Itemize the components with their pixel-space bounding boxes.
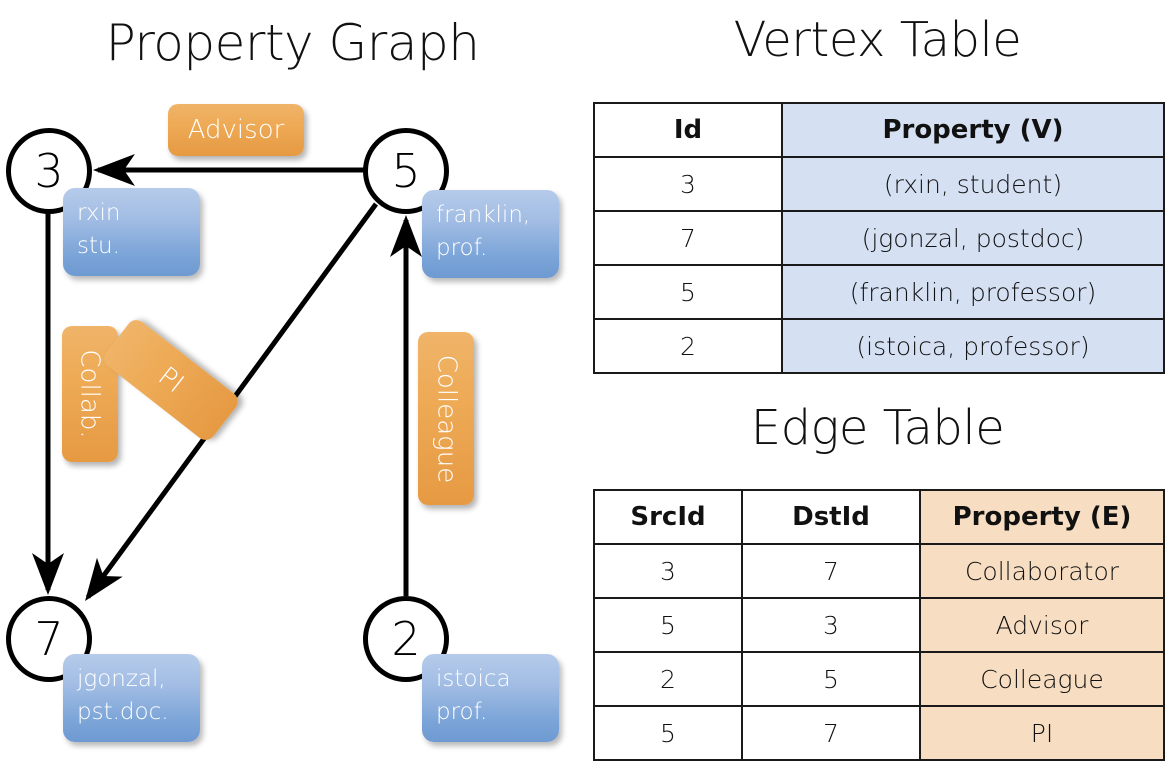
vertex-table-header-row: Id Property (V) <box>593 102 1165 158</box>
vertex-table: Id Property (V) 3 (rxin, student) 7 (jgo… <box>593 102 1165 374</box>
edge-label-collab-text: Collab. <box>75 349 105 439</box>
vertex-table-header-property: Property (V) <box>781 102 1165 158</box>
edge-cell-property: Colleague <box>919 651 1165 707</box>
table-row: 7 (jgonzal, postdoc) <box>593 210 1165 266</box>
edge-label-pi-text: PI <box>152 360 190 400</box>
edge-cell-property: PI <box>919 705 1165 761</box>
edge-cell-dstid: 3 <box>741 597 921 653</box>
edge-cell-dstid: 7 <box>741 705 921 761</box>
edge-cell-dstid: 7 <box>741 543 921 599</box>
vertex-table-header-id: Id <box>593 102 783 158</box>
graph-node-7-label: 7 <box>34 612 64 666</box>
edge-cell-property: Collaborator <box>919 543 1165 599</box>
edge-label-colleague-text: Colleague <box>431 354 462 483</box>
edge-table: SrcId DstId Property (E) 3 7 Collaborato… <box>593 489 1165 761</box>
graph-node-5-label: 5 <box>391 144 421 198</box>
table-row: 5 3 Advisor <box>593 597 1165 653</box>
edge-table-header-dstid: DstId <box>741 489 921 545</box>
vertex-cell-property: (jgonzal, postdoc) <box>781 210 1165 266</box>
edge-cell-srcid: 3 <box>593 543 743 599</box>
edge-cell-srcid: 2 <box>593 651 743 707</box>
edge-table-header-srcid: SrcId <box>593 489 743 545</box>
table-row: 5 (franklin, professor) <box>593 264 1165 320</box>
node-property-box-5: franklin,prof. <box>422 190 559 278</box>
page-title-vertex-table: Vertex Table <box>733 12 1022 68</box>
page-title-property-graph: Property Graph <box>105 14 480 72</box>
graph-node-5[interactable]: 5 <box>363 128 449 214</box>
table-row: 3 (rxin, student) <box>593 156 1165 212</box>
vertex-cell-property: (franklin, professor) <box>781 264 1165 320</box>
vertex-cell-property: (rxin, student) <box>781 156 1165 212</box>
vertex-cell-id: 3 <box>593 156 783 212</box>
edge-cell-dstid: 5 <box>741 651 921 707</box>
edge-cell-srcid: 5 <box>593 597 743 653</box>
vertex-cell-id: 2 <box>593 318 783 374</box>
page-title-edge-table: Edge Table <box>750 400 1005 456</box>
table-row: 5 7 PI <box>593 705 1165 761</box>
edge-table-header-row: SrcId DstId Property (E) <box>593 489 1165 545</box>
vertex-cell-id: 5 <box>593 264 783 320</box>
node-property-box-7: jgonzal,pst.doc. <box>63 654 200 742</box>
vertex-cell-property: (istoica, professor) <box>781 318 1165 374</box>
edge-label-advisor-text: Advisor <box>187 115 285 145</box>
graph-node-2-label: 2 <box>391 612 421 666</box>
edge-label-advisor: Advisor <box>168 104 304 156</box>
edge-cell-property: Advisor <box>919 597 1165 653</box>
edge-cell-srcid: 5 <box>593 705 743 761</box>
table-row: 2 (istoica, professor) <box>593 318 1165 374</box>
edge-label-colleague: Colleague <box>418 332 474 505</box>
table-row: 2 5 Colleague <box>593 651 1165 707</box>
graph-node-3-label: 3 <box>34 144 64 198</box>
vertex-cell-id: 7 <box>593 210 783 266</box>
edge-table-header-property: Property (E) <box>919 489 1165 545</box>
table-row: 3 7 Collaborator <box>593 543 1165 599</box>
graph-node-2[interactable]: 2 <box>363 596 449 682</box>
